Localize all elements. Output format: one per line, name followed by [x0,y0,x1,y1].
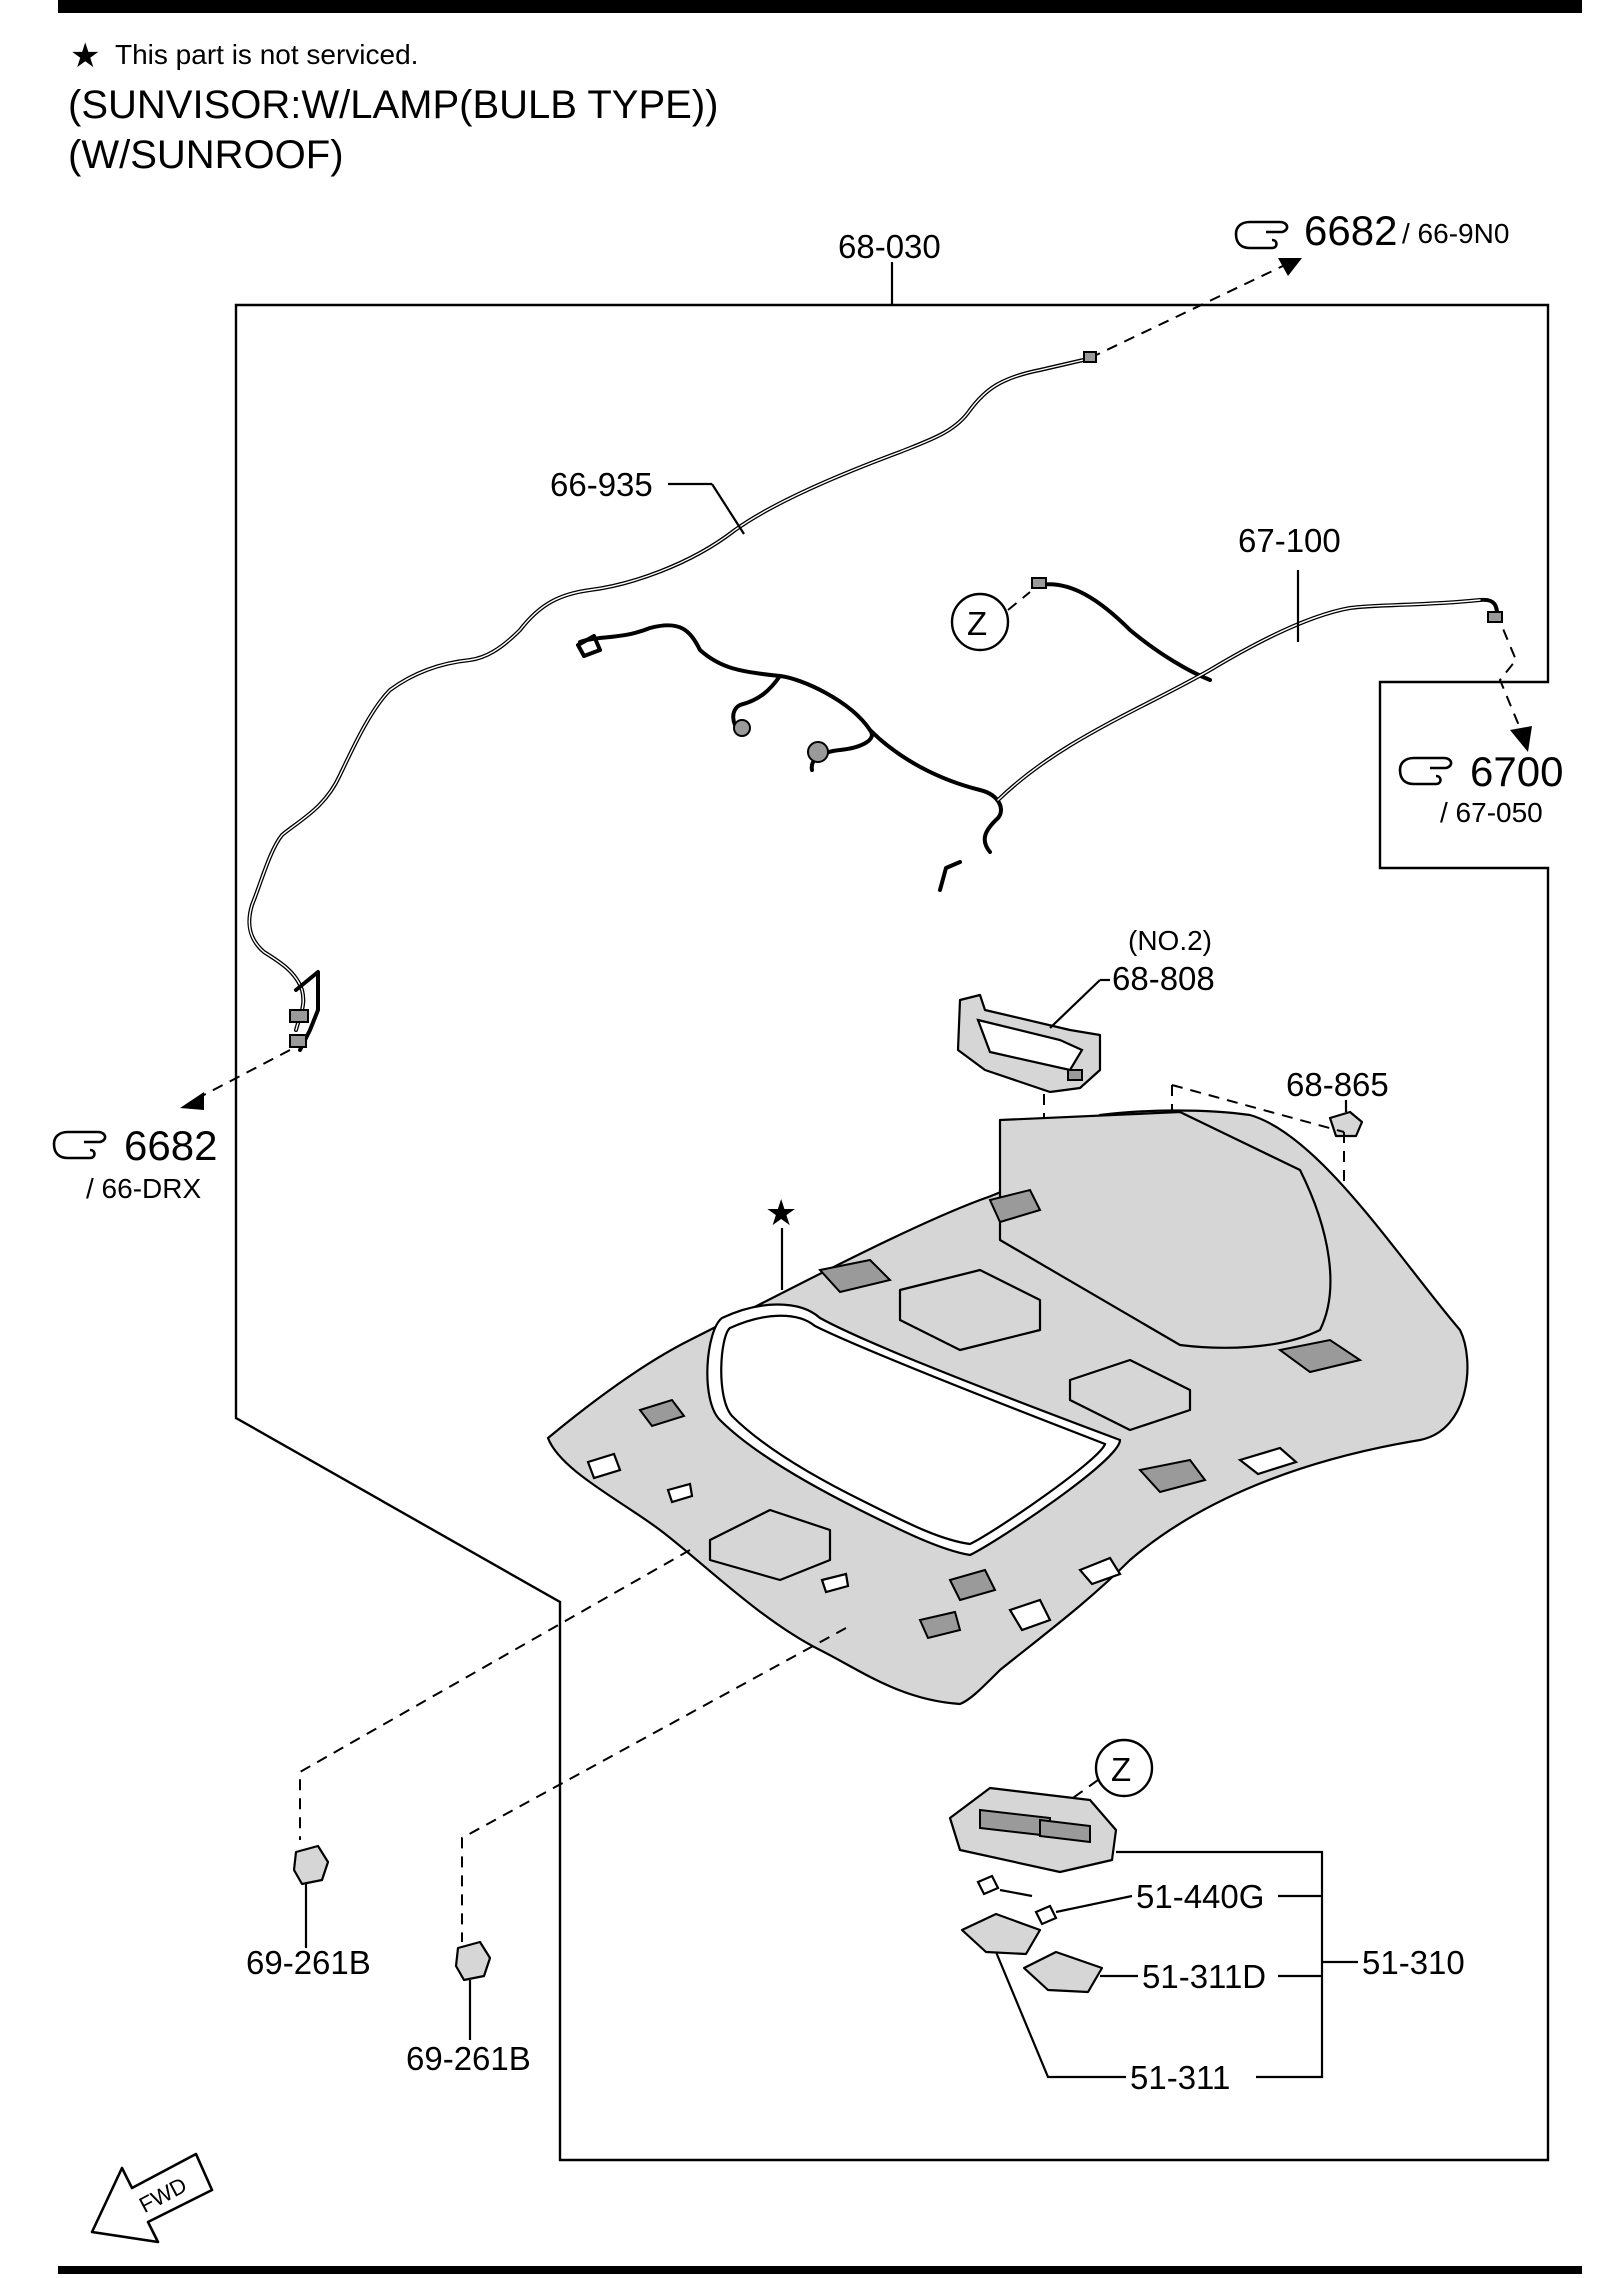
part-68-865 [1328,1110,1364,1138]
part-68-808 [956,993,1102,1094]
dash-to-6682-top [1089,264,1286,359]
harness-67-100 [576,577,1503,892]
part-51-440g-bulbs [976,1874,1058,1926]
bottom-rule [58,2266,1582,2274]
svg-text:Z: Z [967,605,987,642]
bracket-51-310 [1116,1850,1324,2079]
note-star: ★ [70,37,100,75]
label-51-310: 51-310 [1362,1944,1465,1981]
leader-51-311 [994,1951,1126,2079]
top-rule [58,0,1582,13]
label-68-865: 68-865 [1286,1066,1389,1103]
label-67-100: 67-100 [1238,522,1341,559]
svg-text:Z: Z [1111,1751,1131,1788]
pointing-hand-icon [1398,756,1453,786]
ref-code-left: / 66-DRX [86,1173,201,1204]
dash-to-clip-right [461,1627,847,1942]
note-text: This part is not serviced. [115,39,418,70]
label-51-311d: 51-311D [1142,1958,1266,1995]
part-69-261b-right [454,1940,492,1982]
ref-number-top-right: 6682 [1304,207,1397,254]
pointing-hand-icon [1234,220,1289,250]
ref-number-left: 6682 [124,1122,217,1169]
not-serviced-star: ★ [765,1192,797,1233]
leader-51-440g-a [999,1888,1033,1898]
part-69-261b-left [292,1844,330,1886]
dash-to-clip-left [299,1549,691,1840]
leader-66-935-b [711,483,745,535]
arrow-head-left [180,1092,204,1110]
ref-top-right[interactable]: 6682 / 66-9N0 [1234,207,1509,254]
leader-68-808 [1049,979,1101,1029]
part-51-311 [960,1912,1042,1956]
label-68-808-note: (NO.2) [1128,925,1212,956]
label-69-261b-right: 69-261B [406,2040,531,2077]
z-marker-upper: Z [950,591,1031,652]
fwd-arrow-icon: FWD [90,2152,214,2244]
arrow-head-right [1510,726,1532,752]
leader-51-440g-b [1055,1894,1133,1914]
assembly-frame [234,303,1550,2162]
headliner-trim [546,1109,1469,1706]
z-marker-lower: Z [1069,1738,1154,1801]
part-map-lamp [948,1786,1118,1874]
title-line1: (SUNVISOR:W/LAMP(BULB TYPE)) [68,83,718,127]
label-66-935: 66-935 [550,466,653,503]
arrow-head-top [1278,258,1302,276]
title-line2: (W/SUNROOF) [68,133,344,177]
label-51-440g: 51-440G [1136,1878,1264,1915]
pointing-hand-icon [52,1130,107,1160]
ref-right[interactable]: 6700 / 67-050 [1398,748,1563,828]
label-68-808: 68-808 [1112,960,1215,997]
label-68-030: 68-030 [838,228,941,265]
ref-number-right: 6700 [1470,748,1563,795]
dash-to-6700 [1495,611,1521,729]
harness-66-935 [247,351,1097,1052]
dash-to-6682-left [197,1049,291,1099]
label-51-311: 51-311 [1130,2059,1230,2096]
label-69-261b-left: 69-261B [246,1944,371,1981]
ref-left[interactable]: 6682 / 66-DRX [52,1122,217,1204]
part-51-311d [1022,1950,1104,1994]
ref-code-right: / 67-050 [1440,797,1543,828]
ref-code-top-right: / 66-9N0 [1402,218,1509,249]
